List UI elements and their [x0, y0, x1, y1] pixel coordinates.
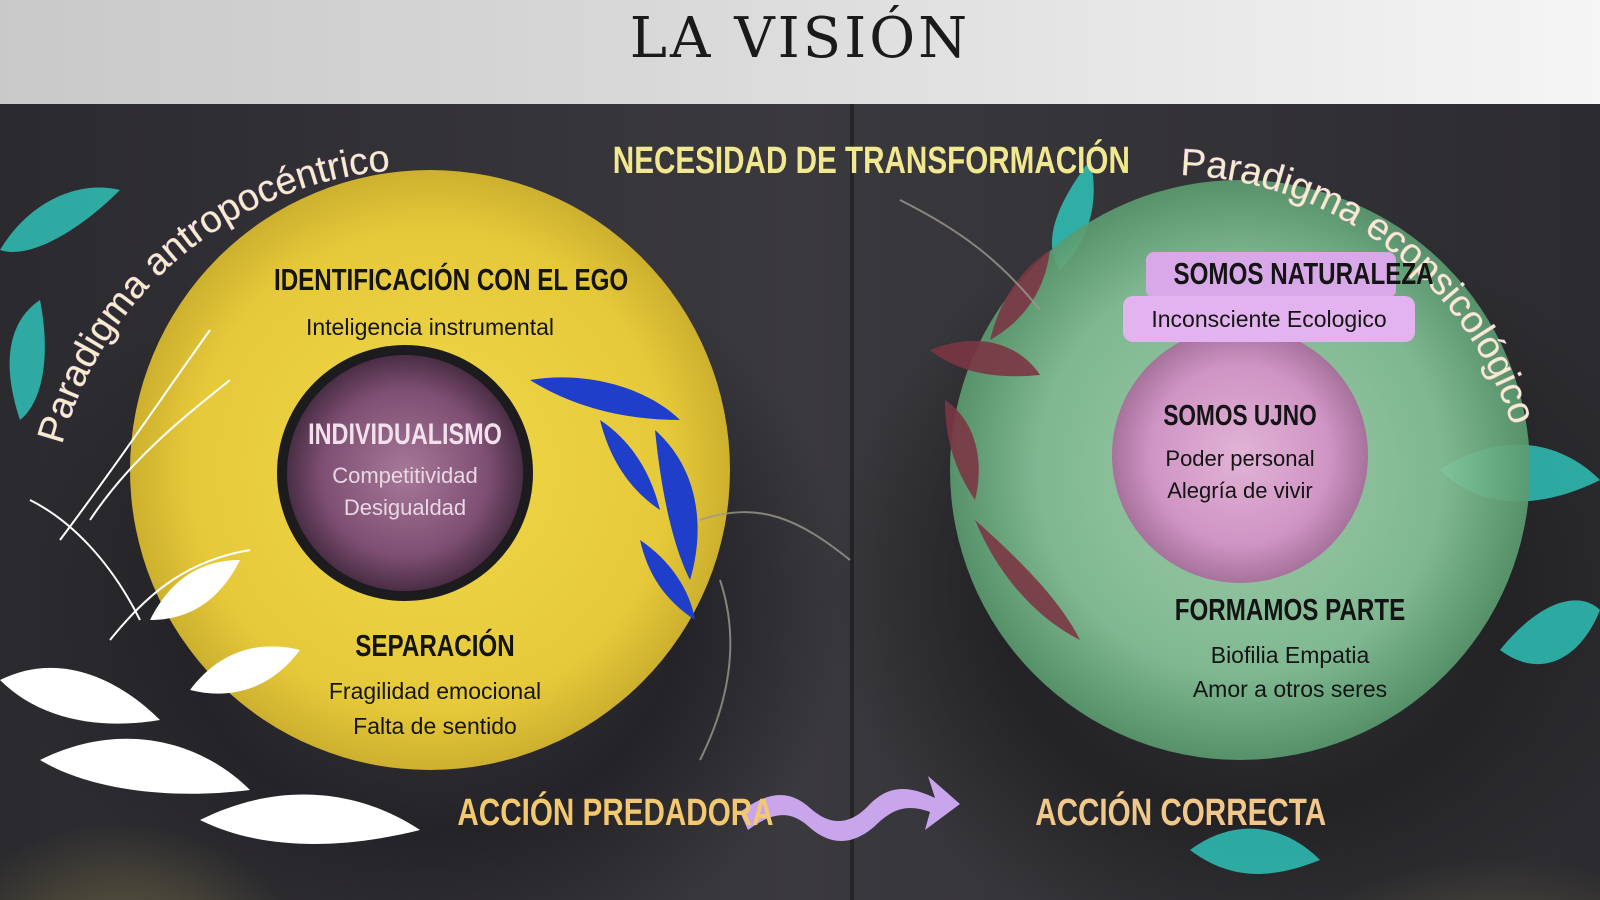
transformation-label: NECESIDAD DE TRANSFORMACIÓN	[612, 140, 1130, 182]
pink-core-circle	[1112, 327, 1368, 583]
somos-line-1: Poder personal	[1165, 446, 1315, 471]
individualism-line-1: Competitividad	[332, 463, 478, 488]
ego-heading: IDENTIFICACIÓN CON EL EGO	[274, 262, 629, 297]
somos-line-2: Alegría de vivir	[1167, 478, 1313, 503]
white-leaf-icon	[0, 560, 420, 844]
separation-line-2: Falta de sentido	[353, 713, 517, 739]
individualism-line-2: Desigualdad	[343, 495, 467, 520]
predatory-action-label: ACCIÓN PREDADORA	[457, 792, 774, 834]
grey-leaf-icon	[699, 199, 1041, 761]
individualism-heading: INDIVIDUALISMO	[308, 418, 502, 451]
transition-arrow-icon	[740, 776, 960, 841]
white-leaf-icon	[29, 329, 251, 641]
separation-heading: SEPARACIÓN	[355, 628, 515, 663]
belonging-heading: FORMAMOS PARTE	[1174, 592, 1406, 627]
belonging-line-1: Biofilia Empatia	[1210, 642, 1370, 668]
ecological-text: Inconsciente Ecologico	[1151, 306, 1387, 332]
belonging-line-2: Amor a otros seres	[1192, 676, 1388, 702]
somos-heading: SOMOS UJNO	[1163, 400, 1317, 432]
blue-leaf-icon	[530, 377, 698, 620]
title-bar	[0, 0, 1600, 104]
maroon-leaf-icon	[930, 250, 1080, 640]
nature-pill	[1146, 252, 1396, 298]
nature-heading: SOMOS NATURALEZA	[1173, 256, 1434, 291]
page-title: LA VISIÓN	[629, 6, 971, 71]
right-action-label: ACCIÓN CORRECTA	[1035, 792, 1327, 834]
separation-line-1: Fragilidad emocional	[328, 678, 542, 704]
board-fold-line	[850, 104, 854, 900]
ecological-pill	[1123, 296, 1415, 342]
purple-core-circle	[287, 355, 523, 591]
ego-text: Inteligencia instrumental	[305, 314, 555, 340]
